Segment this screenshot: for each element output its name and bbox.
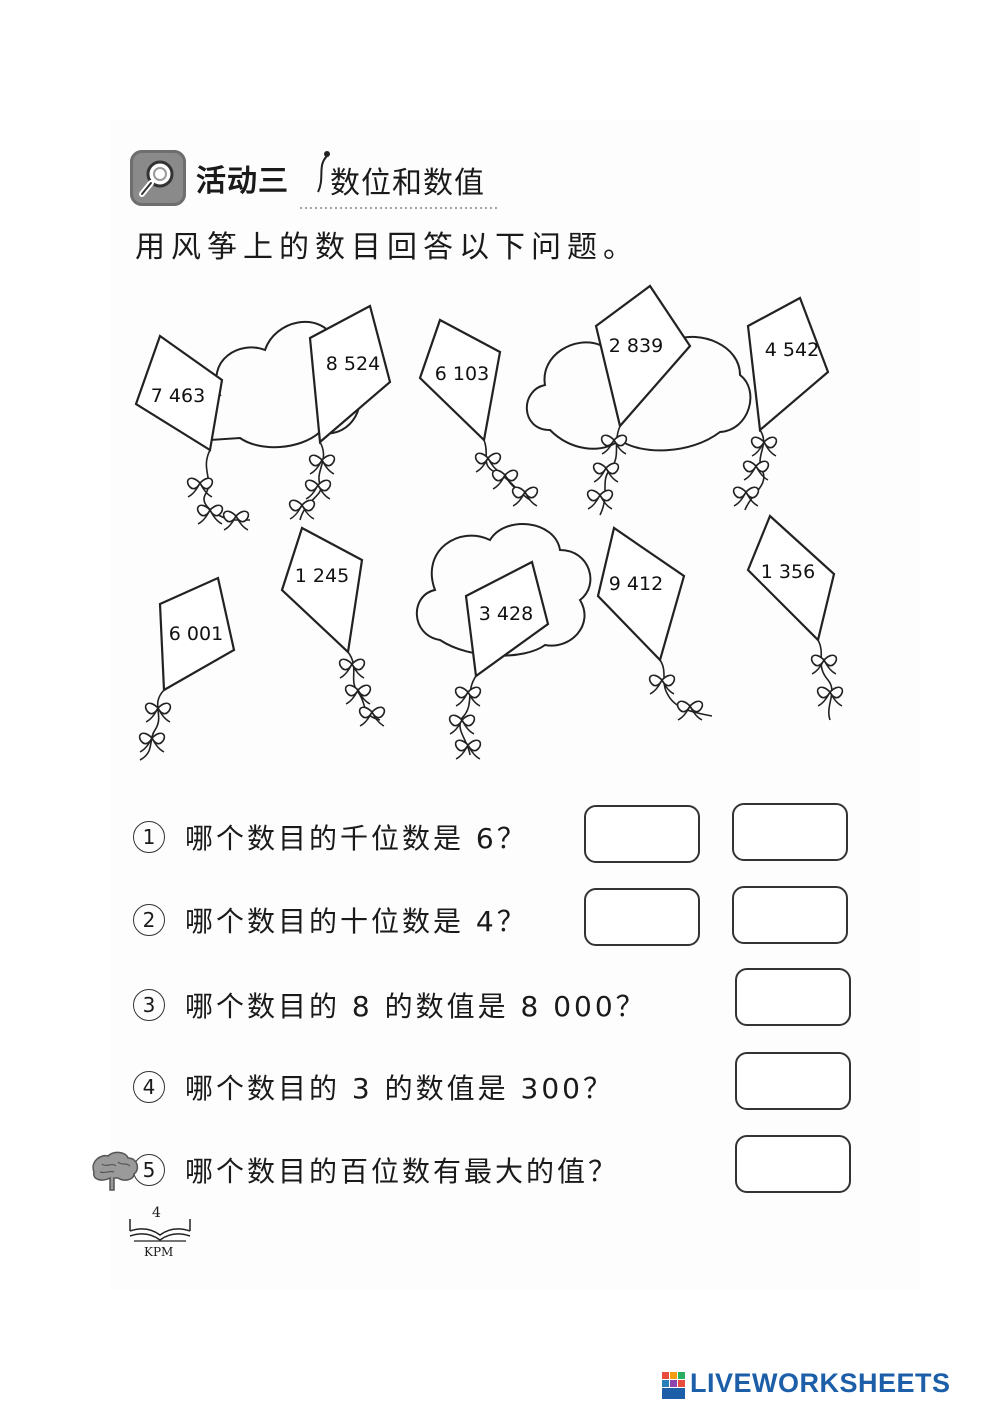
kite-6103: 6 103 xyxy=(418,318,539,507)
kite-8524: 8 524 xyxy=(288,304,392,521)
brain-icon xyxy=(92,1151,139,1191)
kite-number-label: 6 103 xyxy=(435,363,489,385)
instruction-text: 用风筝上的数目回答以下问题。 xyxy=(135,230,639,265)
question-text-3: 哪个数目的 8 的数值是 8 000？ xyxy=(185,990,647,1023)
kite-number-label: 3 428 xyxy=(479,603,533,625)
answer-box-5[interactable] xyxy=(735,1135,851,1193)
liveworksheets-logo-icon xyxy=(662,1372,685,1399)
question-number-4: 4 xyxy=(133,1071,165,1103)
question-5: 5 哪个数目的百位数有最大的值？ xyxy=(133,1148,693,1198)
question-text-1: 哪个数目的千位数是 6？ xyxy=(185,822,528,855)
activity-header: 活动三 数位和数值 xyxy=(130,148,530,209)
answer-box-1b[interactable] xyxy=(732,803,848,861)
watermark-text: LIVEWORKSHEETS xyxy=(690,1368,951,1398)
kite-number-label: 2 839 xyxy=(609,335,663,357)
answer-box-2a[interactable] xyxy=(584,888,700,946)
cloud-right xyxy=(525,322,752,452)
kites-illustration: 7 463 8 524 6 103 2 839 xyxy=(134,284,844,761)
question-number-1: 1 xyxy=(133,821,165,853)
liveworksheets-watermark: LIVEWORKSHEETS xyxy=(662,1368,982,1404)
activity-title: 数位和数值 xyxy=(330,166,485,201)
question-1: 1 哪个数目的千位数是 6？ xyxy=(133,815,693,865)
question-text-4: 哪个数目的 3 的数值是 300？ xyxy=(185,1072,614,1105)
kite-1245: 1 245 xyxy=(280,526,386,727)
kite-2839: 2 839 xyxy=(586,284,692,516)
open-book-icon xyxy=(129,1219,191,1242)
kite-3428: 3 428 xyxy=(448,560,550,760)
kite-9412: 9 412 xyxy=(596,526,713,721)
answer-box-1a[interactable] xyxy=(584,805,700,863)
kite-number-label: 8 524 xyxy=(326,353,380,375)
question-number-3: 3 xyxy=(133,989,165,1021)
publisher-label: KPM xyxy=(144,1245,174,1259)
kite-number-label: 4 542 xyxy=(765,339,819,361)
question-3: 3 哪个数目的 8 的数值是 8 000？ xyxy=(133,983,693,1033)
page-number: 4 xyxy=(152,1205,161,1221)
question-text-2: 哪个数目的十位数是 4？ xyxy=(185,905,528,938)
answer-box-2b[interactable] xyxy=(732,886,848,944)
kite-6001: 6 001 xyxy=(138,576,236,761)
header-swirl-decoration xyxy=(300,151,500,209)
answer-box-4[interactable] xyxy=(735,1052,851,1110)
question-4: 4 哪个数目的 3 的数值是 300？ xyxy=(133,1065,693,1115)
question-2: 2 哪个数目的十位数是 4？ xyxy=(133,898,693,948)
kite-number-label: 7 463 xyxy=(151,385,205,407)
kite-number-label: 9 412 xyxy=(609,573,663,595)
activity-label: 活动三 xyxy=(196,164,289,199)
kite-1356: 1 356 xyxy=(746,514,844,721)
kite-number-label: 1 245 xyxy=(295,565,349,587)
kite-number-label: 1 356 xyxy=(761,561,815,583)
kite-number-label: 6 001 xyxy=(169,623,223,645)
kite-7463: 7 463 xyxy=(134,334,250,531)
answer-box-3[interactable] xyxy=(735,968,851,1026)
cloud-middle xyxy=(415,523,592,657)
kite-4542: 4 542 xyxy=(732,296,830,511)
magnifier-icon xyxy=(130,150,186,206)
question-text-5: 哪个数目的百位数有最大的值？ xyxy=(185,1155,620,1188)
question-number-2: 2 xyxy=(133,904,165,936)
page-footer: 4 KPM xyxy=(120,1205,200,1265)
